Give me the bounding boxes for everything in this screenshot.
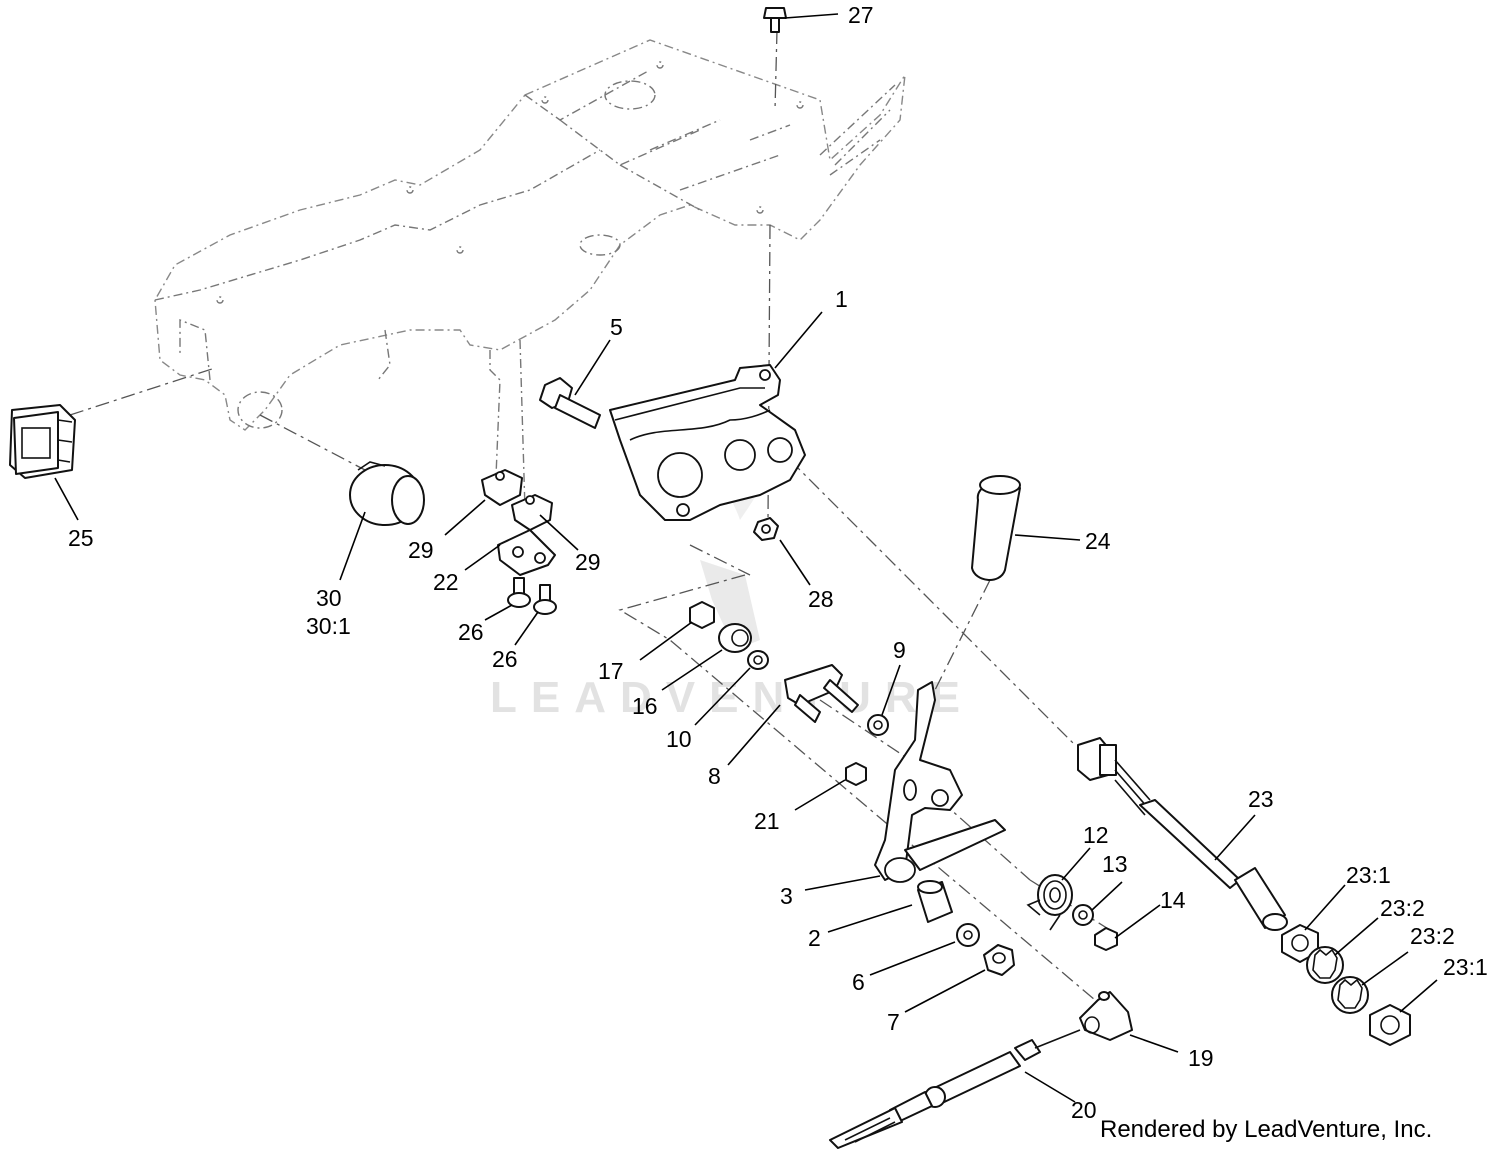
callout-6: 6: [852, 969, 865, 995]
part-23-2-washer-b: [1331, 976, 1369, 1014]
callout-30: 30: [316, 585, 342, 611]
part-20-cable: [829, 1029, 1081, 1149]
callout-9: 9: [893, 637, 906, 663]
callout-28: 28: [808, 586, 834, 612]
callout-3: 3: [780, 883, 793, 909]
callout-5: 5: [610, 314, 623, 340]
callout-labels: 27 1 5 25 30 30:1 29 29 22 26 26 28 24 1…: [68, 2, 1488, 1123]
callout-10: 10: [666, 726, 692, 752]
callout-26-upper: 26: [458, 619, 484, 645]
part-23-sensor: [1077, 737, 1288, 931]
callout-21: 21: [754, 808, 780, 834]
part-5-bolt: [539, 377, 601, 429]
part-26-screw-b: [533, 584, 557, 615]
callout-1: 1: [835, 286, 848, 312]
callout-23-2-upper: 23:2: [1380, 895, 1425, 921]
callout-27: 27: [848, 2, 874, 28]
part-12-spring: [1026, 874, 1073, 931]
callout-24: 24: [1085, 528, 1111, 554]
part-24-grip: [971, 475, 1021, 581]
part-19-cable-end: [1079, 991, 1133, 1041]
callout-13: 13: [1102, 851, 1128, 877]
callout-20: 20: [1071, 1097, 1097, 1123]
callout-12: 12: [1083, 822, 1109, 848]
watermark-text: LEADVENTURE: [490, 673, 974, 722]
part-6-washer: [956, 923, 980, 947]
callout-29-right: 29: [575, 549, 601, 575]
phantom-frame: [154, 39, 906, 511]
part-7-nut: [983, 944, 1015, 976]
callout-23-2-lower: 23:2: [1410, 923, 1455, 949]
callout-14: 14: [1160, 887, 1186, 913]
part-29-clip-upper: [481, 469, 523, 506]
part-3-lever: [874, 681, 1006, 883]
callout-29-left: 29: [408, 537, 434, 563]
part-28-nut: [753, 517, 779, 541]
callout-16: 16: [632, 693, 658, 719]
leader-lines: [54, 13, 1438, 1103]
callout-23: 23: [1248, 786, 1274, 812]
part-13-washer: [1072, 904, 1094, 926]
callout-17: 17: [598, 658, 624, 684]
part-9-bushing: [867, 714, 889, 736]
callout-30-1: 30:1: [306, 613, 351, 639]
callout-25: 25: [68, 525, 94, 551]
render-credit: Rendered by LeadVenture, Inc.: [1100, 1116, 1432, 1143]
part-26-screw-a: [507, 577, 531, 608]
callout-26-lower: 26: [492, 646, 518, 672]
part-25-switch: [9, 404, 76, 479]
part-29-clip-lower: [511, 494, 553, 531]
callout-19: 19: [1188, 1045, 1214, 1071]
part-22-plate: [497, 529, 556, 576]
part-21-nut: [845, 762, 867, 786]
callout-2: 2: [808, 925, 821, 951]
callout-7: 7: [887, 1009, 900, 1035]
callout-23-1-lower: 23:1: [1443, 954, 1488, 980]
callout-8: 8: [708, 763, 721, 789]
part-1-bracket: [609, 364, 806, 521]
part-14-nut: [1094, 927, 1118, 951]
part-8-pin: [784, 664, 859, 723]
part-16-bushing: [718, 623, 752, 653]
part-23-1-nut-b: [1369, 1004, 1411, 1046]
part-30-button: [349, 461, 425, 526]
callout-22: 22: [433, 569, 459, 595]
part-2-sleeve: [917, 880, 953, 923]
part-27-screw: [763, 7, 787, 33]
callout-23-1-upper: 23:1: [1346, 862, 1391, 888]
part-10-washer: [747, 650, 769, 670]
part-17-nut: [689, 601, 715, 629]
part-23-2-washer-a: [1306, 946, 1344, 984]
